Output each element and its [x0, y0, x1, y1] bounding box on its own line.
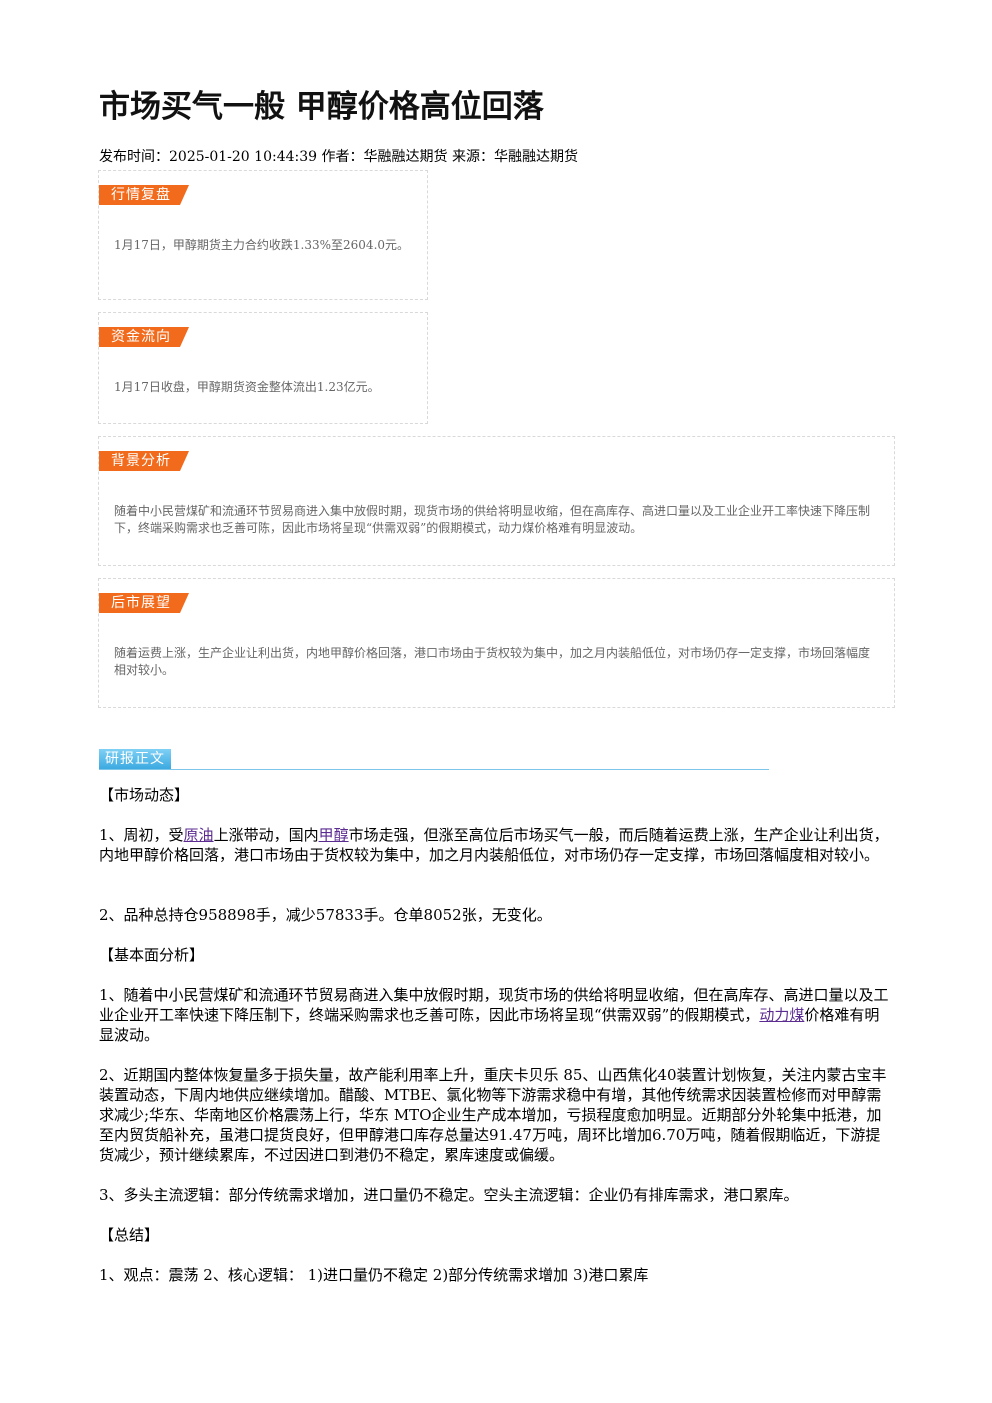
paragraph-text: 价格难有明显波动。: [99, 1006, 880, 1044]
background-card: 背景分析 随着中小民营煤矿和流通环节贸易商进入集中放假时期，现货市场的供给将明显…: [98, 436, 895, 566]
thermal-coal-link[interactable]: 动力煤: [759, 1006, 805, 1024]
section-heading-fundamentals: 【基本面分析】: [99, 946, 205, 964]
background-tag: 背景分析: [99, 451, 189, 471]
paragraph-fundamentals-2: 2、近期国内整体恢复量多于损失量，故产能利用率上升，重庆卡贝乐 85、山西焦化4…: [99, 1066, 887, 1164]
paragraph-market-2: 2、品种总持仓958898手，减少57833手。仓单8052张，无变化。: [99, 906, 552, 924]
review-tag: 行情复盘: [99, 185, 189, 205]
paragraph-text: 上涨带动，国内: [213, 826, 319, 844]
article-meta: 发布时间：2025-01-20 10:44:39 作者：华融融达期货 来源：华融…: [99, 149, 578, 165]
review-text: 1月17日，甲醇期货主力合约收跌1.33%至2604.0元。: [114, 238, 410, 252]
outlook-card: 后市展望 随着运费上涨，生产企业让利出货，内地甲醇价格回落，港口市场由于货权较为…: [98, 578, 895, 708]
paragraph-text: 1、随着中小民营煤矿和流通环节贸易商进入集中放假时期，现货市场的供给将明显收缩，…: [99, 986, 889, 1024]
crude-oil-link[interactable]: 原油: [183, 826, 214, 844]
fund-flow-card: 资金流向 1月17日收盘，甲醇期货资金整体流出1.23亿元。: [98, 312, 428, 424]
methanol-link[interactable]: 甲醇: [318, 826, 349, 844]
outlook-text: 随着运费上涨，生产企业让利出货，内地甲醇价格回落，港口市场由于货权较为集中，加之…: [114, 646, 871, 677]
background-text: 随着中小民营煤矿和流通环节贸易商进入集中放假时期，现货市场的供给将明显收缩，但在…: [114, 504, 871, 535]
report-header: 研报正文: [99, 749, 769, 770]
outlook-tag: 后市展望: [99, 593, 189, 613]
section-heading-summary: 【总结】: [99, 1226, 160, 1244]
paragraph-fundamentals-3: 3、多头主流逻辑：部分传统需求增加，进口量仍不稳定。空头主流逻辑：企业仍有排库需…: [99, 1186, 799, 1204]
report-tag: 研报正文: [99, 749, 171, 769]
article-title: 市场买气一般 甲醇价格高位回落: [99, 89, 544, 125]
fund-flow-text: 1月17日收盘，甲醇期货资金整体流出1.23亿元。: [114, 380, 380, 394]
paragraph-summary: 1、观点：震荡 2、核心逻辑： 1)进口量仍不稳定 2)部分传统需求增加 3)港…: [99, 1266, 649, 1284]
paragraph-fundamentals-1: 1、随着中小民营煤矿和流通环节贸易商进入集中放假时期，现货市场的供给将明显收缩，…: [99, 985, 889, 1045]
section-heading-market: 【市场动态】: [99, 786, 190, 804]
paragraph-text: 市场走强，但涨至高位后市场买气一般，而后随着运费上涨，生产企业让利出货，内地甲醇…: [99, 826, 889, 864]
paragraph-market-1: 1、周初，受原油上涨带动，国内甲醇市场走强，但涨至高位后市场买气一般，而后随着运…: [99, 825, 889, 865]
paragraph-text: 1、周初，受: [99, 826, 184, 844]
fund-flow-tag: 资金流向: [99, 327, 189, 347]
review-card: 行情复盘 1月17日，甲醇期货主力合约收跌1.33%至2604.0元。: [98, 170, 428, 300]
